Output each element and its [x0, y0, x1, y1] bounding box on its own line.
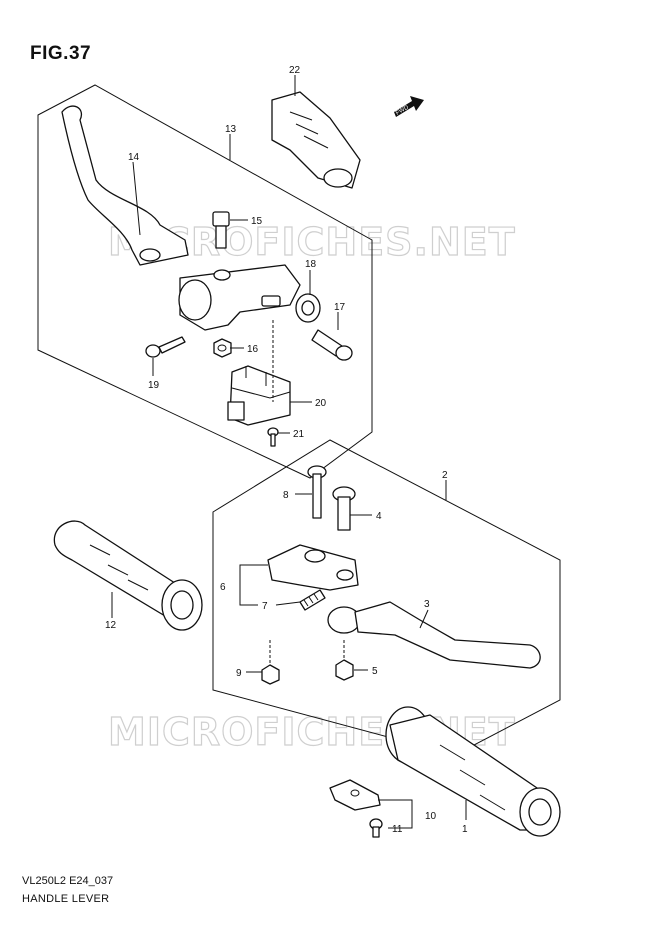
leader-lines	[111, 75, 467, 829]
callout-22: 22	[289, 65, 301, 76]
diagram-code: VL250L2 E24_037	[22, 875, 114, 887]
clutch-lever-bracket	[178, 264, 301, 331]
callout-5: 5	[372, 666, 378, 677]
part-21-screw	[267, 427, 279, 447]
part-3-brake-lever	[327, 601, 541, 669]
part-19-screw	[145, 336, 186, 358]
part-4-collar	[332, 486, 356, 531]
assembly-2-outline	[212, 439, 561, 756]
callout-9: 9	[236, 668, 242, 679]
part-8-pivot-bolt	[307, 465, 327, 519]
part-1-throttle-grip	[385, 706, 561, 837]
callout-11: 11	[392, 824, 403, 835]
callout-12: 12	[105, 620, 117, 631]
callout-10: 10	[425, 811, 437, 822]
callout-1: 1	[462, 824, 468, 835]
part-9-nut	[261, 664, 280, 685]
part-22-lever-guard	[271, 91, 361, 189]
callout-8: 8	[283, 490, 289, 501]
callout-7: 7	[262, 601, 268, 612]
part-16-nut	[213, 338, 232, 358]
part-17-adjuster-bolt	[311, 329, 353, 361]
part-11-screw	[369, 818, 383, 838]
diagram-name: HANDLE LEVER	[22, 893, 110, 905]
part-7-spring	[299, 589, 326, 611]
callout-17: 17	[334, 302, 346, 313]
callout-6: 6	[220, 582, 226, 593]
callout-21: 21	[293, 429, 305, 440]
part-5-nut	[335, 659, 354, 681]
part-6-holder	[267, 544, 359, 591]
callout-4: 4	[376, 511, 382, 522]
figure-title: FIG.37	[30, 43, 92, 64]
part-20-switch	[227, 320, 291, 426]
part-10-bracket	[329, 779, 381, 811]
part-14-clutch-lever	[61, 105, 189, 266]
callout-13: 13	[225, 124, 237, 135]
fwd-arrow-icon: FWD	[394, 96, 424, 117]
part-18-adjuster	[295, 293, 321, 323]
callout-19: 19	[148, 380, 160, 391]
callout-15: 15	[251, 216, 263, 227]
callout-18: 18	[305, 259, 317, 270]
part-15-bolt	[212, 211, 230, 249]
callout-16: 16	[247, 344, 259, 355]
callout-2: 2	[442, 470, 448, 481]
part-12-left-grip	[53, 520, 203, 631]
callout-14: 14	[128, 152, 140, 163]
assembly-13-outline	[37, 84, 373, 479]
callout-20: 20	[315, 398, 327, 409]
callout-3: 3	[424, 599, 430, 610]
